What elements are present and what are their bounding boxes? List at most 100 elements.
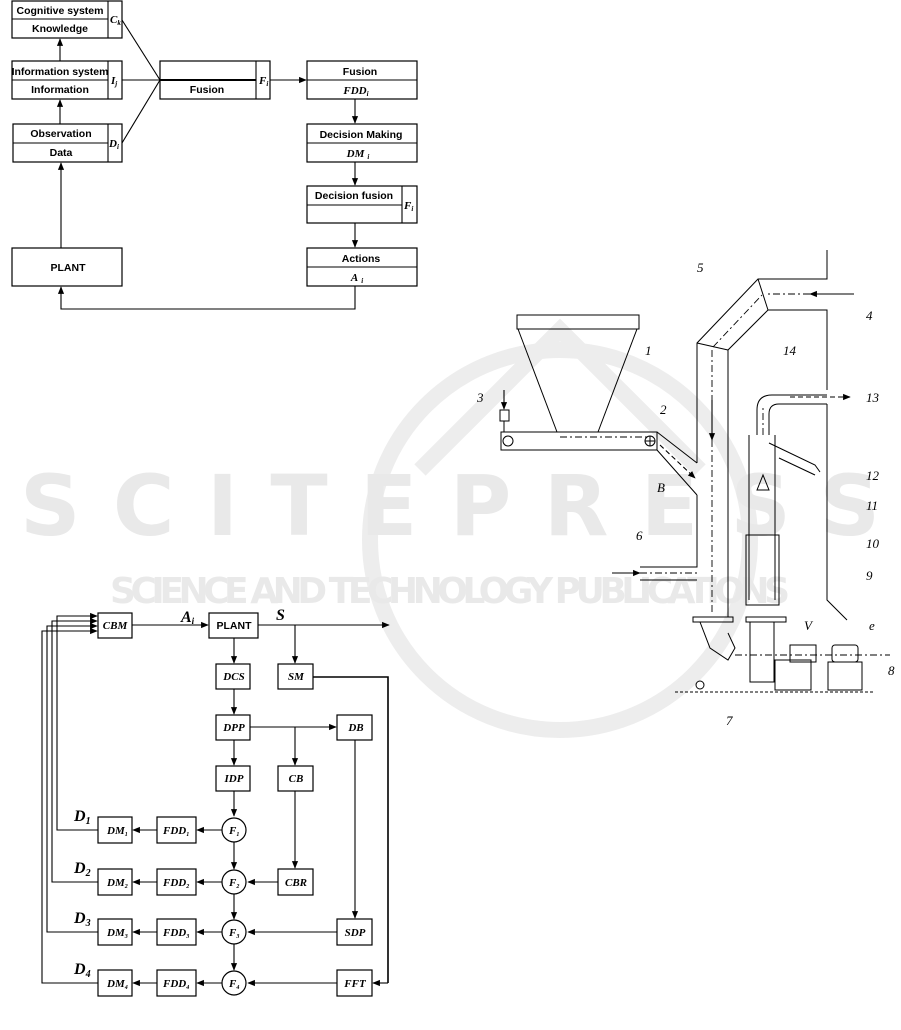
svg-text:F2: F2 bbox=[228, 877, 239, 890]
svg-text:FDD4: FDD4 bbox=[162, 978, 189, 991]
svg-text:DM1: DM1 bbox=[106, 825, 128, 838]
cb-box bbox=[277, 765, 314, 792]
svg-text:F3: F3 bbox=[228, 927, 239, 940]
svg-text:F1: F1 bbox=[228, 825, 239, 838]
fi-symbol: F bbox=[258, 75, 267, 87]
plant-box: PLANT bbox=[11, 247, 123, 287]
svg-text:DMi: DMi bbox=[346, 148, 370, 161]
information-system-label: Information system bbox=[12, 66, 109, 78]
svg-text:D1: D1 bbox=[73, 808, 91, 827]
decision-making-label: Decision Making bbox=[320, 129, 403, 141]
ai-symbol: A bbox=[180, 609, 192, 626]
dm-symbol: DM bbox=[106, 825, 126, 837]
dcs-label: DCS bbox=[222, 671, 244, 683]
d-sub: 4 bbox=[85, 969, 91, 980]
label-9: 9 bbox=[866, 568, 873, 583]
svg-text:Ai: Ai bbox=[350, 272, 363, 285]
s-label: S bbox=[276, 607, 285, 624]
watermark-title: SCITEPRESS bbox=[20, 457, 880, 555]
d-sub: 3 bbox=[85, 918, 91, 929]
label-12: 12 bbox=[866, 468, 880, 483]
dm-symbol: DM bbox=[106, 877, 126, 889]
label-13: 13 bbox=[866, 390, 880, 405]
dm-symbol: DM bbox=[106, 927, 126, 939]
decision-fusion-label: Decision fusion bbox=[315, 190, 393, 202]
dm-box-4 bbox=[97, 969, 133, 997]
fdd-box-4 bbox=[156, 969, 197, 997]
label-V: V bbox=[804, 618, 814, 633]
cbm-label: CBM bbox=[103, 620, 129, 632]
db-label: DB bbox=[347, 722, 363, 734]
label-14: 14 bbox=[783, 343, 797, 358]
a-sub: i bbox=[361, 277, 363, 285]
svg-text:FDD2: FDD2 bbox=[162, 877, 189, 890]
svg-text:DM2: DM2 bbox=[106, 877, 128, 890]
idp-label: IDP bbox=[224, 773, 244, 785]
idp-box bbox=[215, 765, 251, 792]
svg-text:D4: D4 bbox=[73, 961, 91, 980]
d-sub: 2 bbox=[85, 868, 91, 879]
svg-text:DM4: DM4 bbox=[106, 978, 128, 991]
cbr-label: CBR bbox=[285, 877, 307, 889]
f-sub: 4 bbox=[235, 985, 239, 991]
dm-sub: 2 bbox=[124, 884, 128, 890]
plant2-box bbox=[208, 612, 259, 639]
d-symbol: D bbox=[73, 808, 86, 825]
fdd-symbol: FDD bbox=[162, 978, 186, 990]
dcs-box bbox=[215, 663, 251, 690]
svg-text:FDD3: FDD3 bbox=[162, 927, 189, 940]
dm-sub: i bbox=[367, 153, 369, 161]
dpp-label: DPP bbox=[222, 722, 245, 734]
ck-sub: k bbox=[117, 19, 121, 27]
cognitive-system-box: Cognitive system Knowledge Ck bbox=[11, 0, 123, 39]
ij-symbol: I bbox=[110, 75, 116, 87]
dm-sub: 4 bbox=[124, 985, 128, 991]
fdd-symbol: FDD bbox=[162, 927, 186, 939]
svg-text:Ij: Ij bbox=[110, 75, 117, 88]
figure-plant-schematic: 5 4 1 14 3 2 13 12 B 11 10 6 9 V e 8 7 bbox=[476, 250, 895, 728]
observation-label: Observation bbox=[30, 128, 91, 140]
dm-sub: 3 bbox=[124, 934, 128, 940]
plant-label: PLANT bbox=[51, 262, 87, 274]
svg-text:FDD1: FDD1 bbox=[162, 825, 189, 838]
unit-9 bbox=[745, 534, 780, 606]
fi-sub: i bbox=[266, 80, 268, 88]
label-1: 1 bbox=[645, 343, 652, 358]
f-sub: 2 bbox=[235, 884, 239, 890]
ck-symbol: C bbox=[110, 14, 118, 26]
svg-text:F4: F4 bbox=[228, 978, 239, 991]
a-symbol: A bbox=[350, 272, 358, 284]
label-11: 11 bbox=[866, 498, 878, 513]
figure-fusion-architecture: Cognitive system Knowledge Ck Informatio… bbox=[11, 0, 418, 310]
svg-text:Ck: Ck bbox=[110, 14, 121, 27]
label-3: 3 bbox=[476, 390, 484, 405]
label-2: 2 bbox=[660, 402, 667, 417]
fdd-symbol: FDD bbox=[342, 85, 366, 97]
observation-box: Observation Data Di bbox=[12, 123, 123, 163]
sdp-label: SDP bbox=[345, 927, 366, 939]
feeder-3 bbox=[499, 409, 510, 422]
svg-text:Di: Di bbox=[108, 138, 119, 151]
dm-sub: 1 bbox=[125, 832, 128, 838]
f-symbol: F bbox=[228, 978, 237, 990]
label-B: B bbox=[657, 480, 665, 495]
figure-cbm-flow: CBM PLANT Ai S DCS SM DPP DB IDP CB CBR … bbox=[41, 607, 390, 997]
ij-sub: j bbox=[114, 80, 117, 88]
svg-text:D2: D2 bbox=[73, 860, 91, 879]
d-symbol: D bbox=[73, 910, 86, 927]
f-symbol: F bbox=[228, 825, 237, 837]
fdd-symbol: FDD bbox=[162, 825, 186, 837]
label-4: 4 bbox=[866, 308, 873, 323]
label-8: 8 bbox=[888, 663, 895, 678]
decision-fi-sub: i bbox=[411, 205, 413, 213]
decision-fusion-box: Decision fusion Fi bbox=[306, 185, 418, 224]
information-label: Information bbox=[31, 84, 89, 96]
cognitive-system-label: Cognitive system bbox=[17, 5, 104, 17]
fusion-center-label: Fusion bbox=[190, 84, 224, 96]
fdd-sub: 3 bbox=[185, 934, 189, 940]
d-symbol: D bbox=[73, 961, 86, 978]
fusion-center-box: Fusion Fi bbox=[159, 60, 271, 100]
